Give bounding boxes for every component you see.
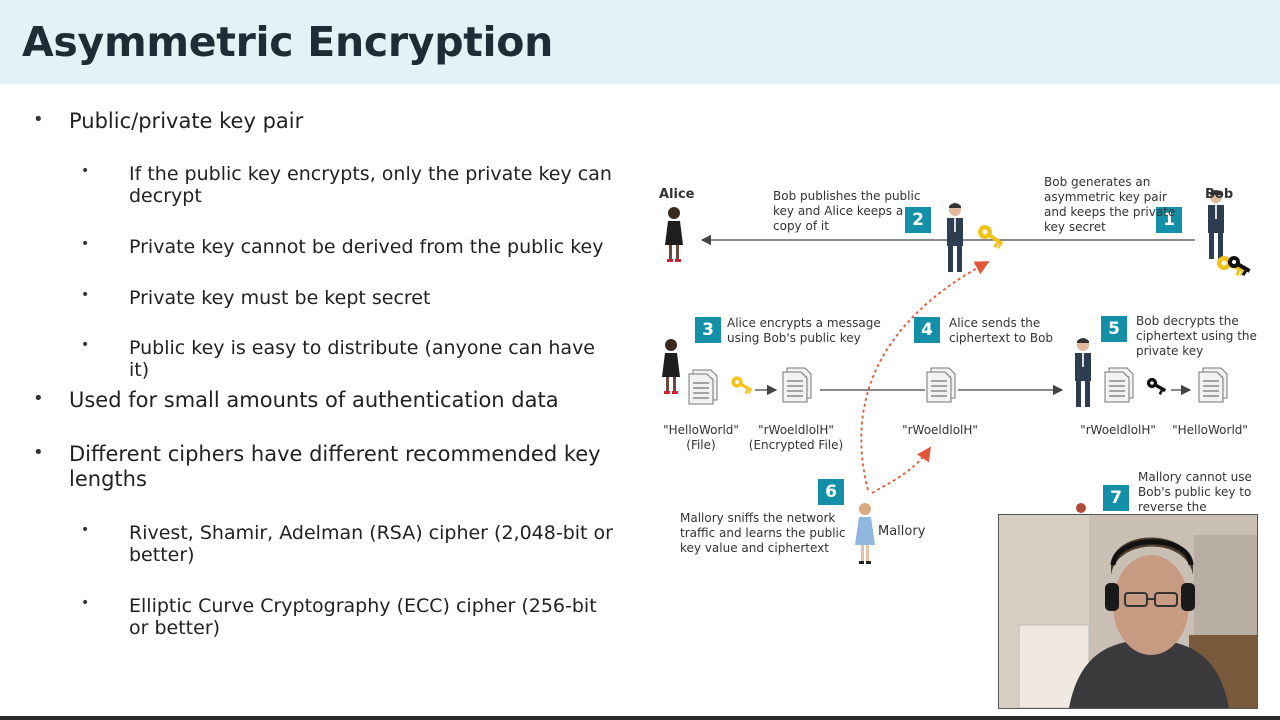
step-7-badge: 7 — [1103, 485, 1129, 511]
bullet-public-encrypts: If the public key encrypts, only the pri… — [129, 163, 612, 207]
step-2-text: Bob publishes the public key and Alice k… — [773, 189, 921, 233]
bullet-dot: • — [81, 163, 90, 179]
step-2-badge: 2 — [905, 207, 931, 233]
bullet-key-lengths: Different ciphers have different recomme… — [69, 442, 601, 491]
step-5-text: Bob decrypts the ciphertext using the pr… — [1136, 314, 1257, 358]
bullet-list: • Public/private key pair • If the publi… — [33, 109, 613, 639]
slide-title: Asymmetric Encryption — [22, 18, 554, 66]
step-6-badge: 6 — [818, 479, 844, 505]
step-4-text: Alice sends the ciphertext to Bob — [949, 316, 1054, 345]
bullet-not-derived: Private key cannot be derived from the p… — [129, 236, 604, 258]
bullet-dot: • — [81, 236, 90, 252]
step-4-badge: 4 — [914, 317, 940, 343]
ciphertext-transit-caption: "rWoeldlolH" — [902, 423, 978, 437]
bullet-dot: • — [33, 109, 44, 130]
step-3-text: Alice encrypts a message using Bob's pub… — [727, 316, 881, 345]
bullet-ecc: Elliptic Curve Cryptography (ECC) cipher… — [129, 595, 597, 639]
bullet-dot: • — [81, 337, 90, 353]
presenter-webcam — [998, 514, 1258, 709]
bullet-auth-data: Used for small amounts of authentication… — [69, 388, 559, 412]
diagram-graphics — [662, 190, 1253, 564]
key-exchange-diagram: Alice Bob Mallory 2 Bob publishes the pu… — [640, 150, 1280, 590]
file-decrypted-caption: "HelloWorld" — [1172, 423, 1248, 437]
bullet-easy-distribute: Public key is easy to distribute (anyone… — [129, 337, 596, 381]
file-encrypted-caption: "rWoeldlolH" (Encrypted File) — [748, 423, 844, 452]
bullet-dot: • — [81, 287, 90, 303]
bullet-dot: • — [33, 442, 44, 463]
bullet-rsa: Rivest, Shamir, Adelman (RSA) cipher (2,… — [129, 522, 613, 566]
ciphertext-received-caption: "rWoeldlolH" — [1080, 423, 1156, 437]
bullet-dot: • — [81, 595, 90, 611]
step-7-text: Mallory cannot use Bob's public key to r… — [1138, 470, 1252, 514]
step-6-text: Mallory sniffs the network traffic and l… — [680, 511, 846, 555]
mallory-label: Mallory — [878, 524, 926, 539]
step-1-text: Bob generates an asymmetric key pair and… — [1044, 175, 1176, 234]
file-plaintext-caption: "HelloWorld" (File) — [663, 423, 739, 452]
presenter-video-frame — [999, 515, 1257, 708]
title-bar: Asymmetric Encryption — [0, 0, 1280, 84]
alice-label: Alice — [659, 187, 695, 202]
bullet-key-pair: Public/private key pair — [69, 109, 304, 133]
bottom-border — [0, 716, 1280, 720]
bob-label: Bob — [1205, 187, 1234, 202]
step-3-badge: 3 — [695, 317, 721, 343]
bullet-dot: • — [33, 388, 44, 409]
step-5-badge: 5 — [1101, 316, 1127, 342]
bullet-kept-secret: Private key must be kept secret — [129, 287, 431, 309]
step-1-badge: 1 — [1156, 207, 1182, 233]
bullet-dot: • — [81, 522, 90, 538]
